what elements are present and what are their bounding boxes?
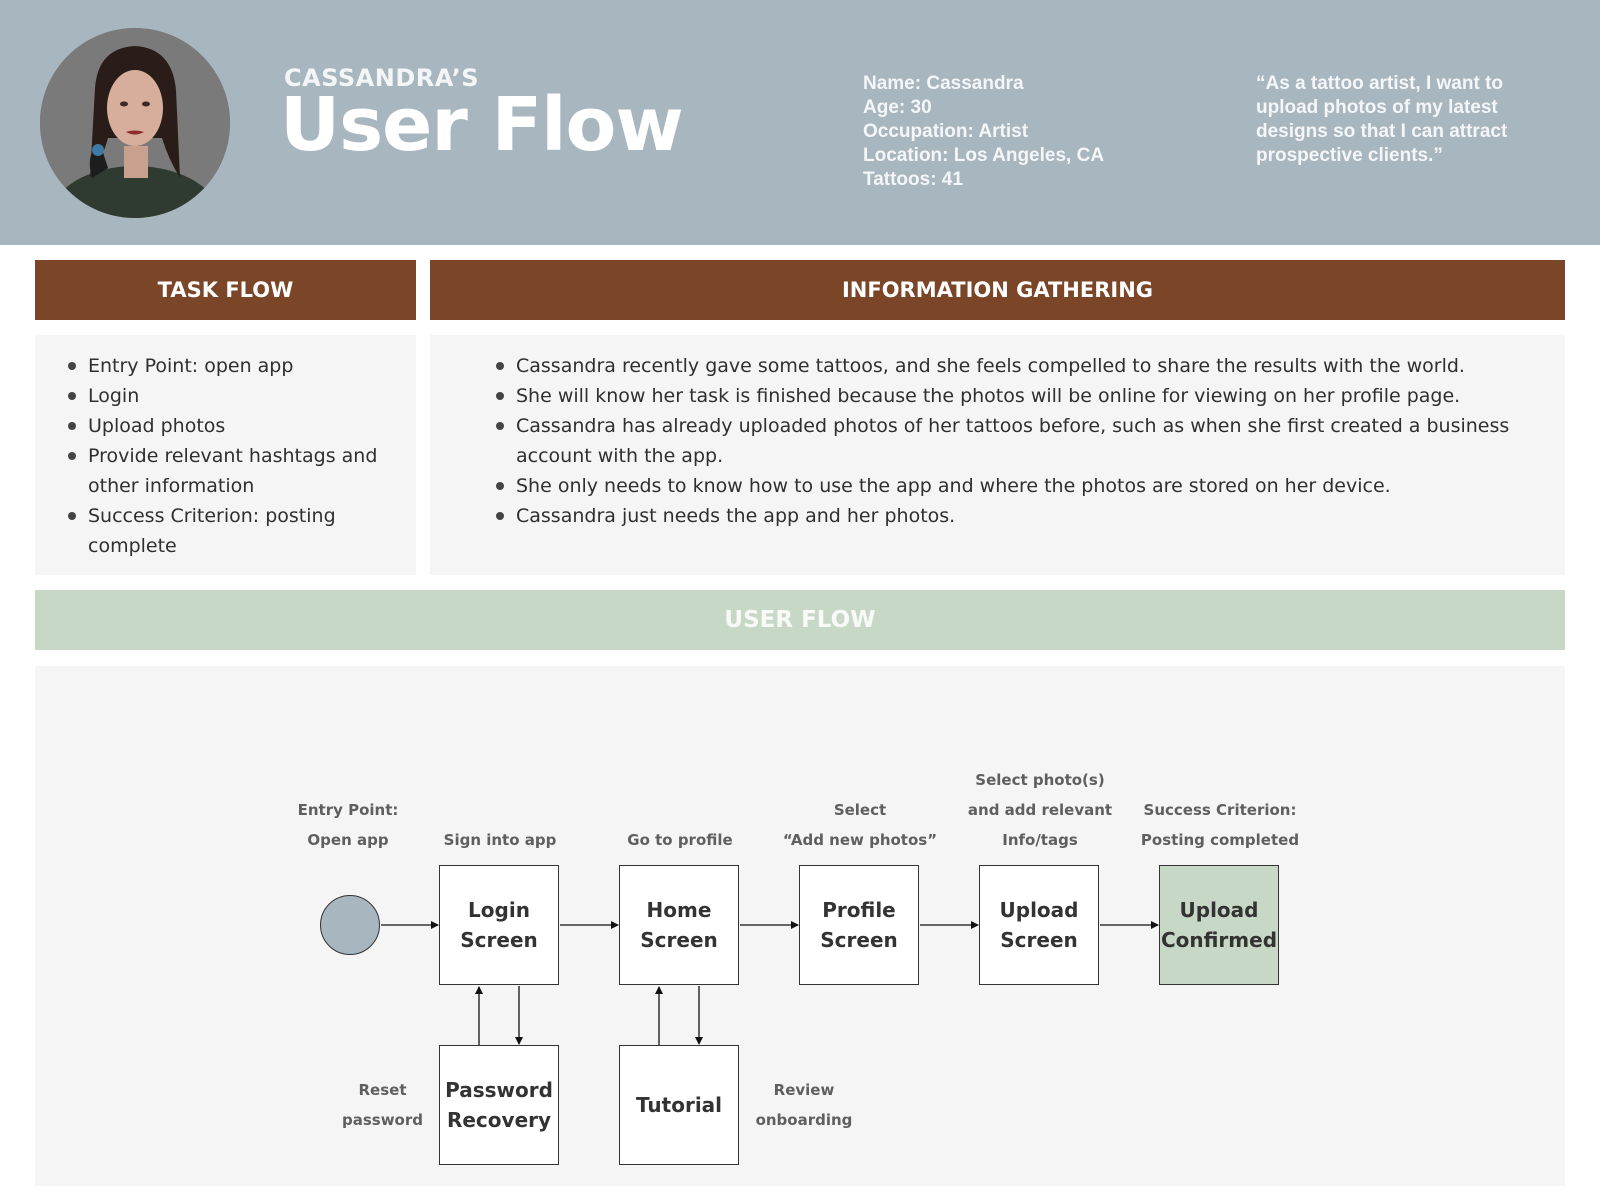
start-node xyxy=(320,895,380,955)
profile-screen-node: Profile Screen xyxy=(799,865,919,985)
task-flow-panel: Entry Point: open app Login Upload photo… xyxy=(35,335,416,575)
task-flow-heading: TASK FLOW xyxy=(35,260,416,320)
home-label: Go to profile xyxy=(627,831,733,849)
list-item: Entry Point: open app xyxy=(68,351,396,381)
persona-location: Location: Los Angeles, CA xyxy=(863,145,1105,166)
header-subtitle: CASSANDRA’S xyxy=(284,64,480,92)
home-screen-node: Home Screen xyxy=(619,865,739,985)
list-item: Cassandra just needs the app and her pho… xyxy=(496,501,1525,531)
list-item: Login xyxy=(68,381,396,411)
page-title: User Flow xyxy=(280,82,684,168)
persona-header: CASSANDRA’S User Flow Name: Cassandra Ag… xyxy=(0,0,1600,245)
list-item: Cassandra recently gave some tattoos, an… xyxy=(496,351,1525,381)
persona-age: Age: 30 xyxy=(863,97,932,118)
info-gathering-heading: INFORMATION GATHERING xyxy=(430,260,1565,320)
login-screen-node: Login Screen xyxy=(439,865,559,985)
persona-quote: “As a tattoo artist, I want to upload ph… xyxy=(1256,73,1508,166)
login-label: Sign into app xyxy=(443,831,557,849)
user-flow-heading: USER FLOW xyxy=(35,590,1565,650)
list-item: Provide relevant hashtags and other info… xyxy=(68,441,396,501)
list-item: Upload photos xyxy=(68,411,396,441)
upload-screen-node: Upload Screen xyxy=(979,865,1099,985)
list-item: Cassandra has already uploaded photos of… xyxy=(496,411,1525,471)
password-label: Reset password xyxy=(341,1081,423,1129)
tutorial-node: Tutorial xyxy=(619,1045,739,1165)
upload-confirmed-node: Upload Confirmed xyxy=(1159,865,1279,985)
confirmed-label: Success Criterion: Posting completed xyxy=(1140,801,1300,849)
list-item: Success Criterion: posting complete xyxy=(68,501,396,561)
persona-occupation: Occupation: Artist xyxy=(863,121,1029,142)
list-item: She will know her task is finished becau… xyxy=(496,381,1525,411)
profile-label: Select “Add new photos” xyxy=(782,801,938,849)
persona-tattoos: Tattoos: 41 xyxy=(863,169,963,190)
info-gathering-list: Cassandra recently gave some tattoos, an… xyxy=(496,351,1525,531)
persona-details: Name: Cassandra Age: 30 Occupation: Arti… xyxy=(863,72,1104,192)
password-recovery-node: Password Recovery xyxy=(439,1045,559,1165)
upload-label: Select photo(s) and add relevant Info/ta… xyxy=(967,771,1113,849)
task-flow-list: Entry Point: open app Login Upload photo… xyxy=(68,351,396,561)
avatar-portrait-image xyxy=(40,28,230,218)
persona-name: Name: Cassandra xyxy=(863,73,1024,94)
list-item: She only needs to know how to use the ap… xyxy=(496,471,1525,501)
tutorial-label: Review onboarding xyxy=(755,1081,853,1129)
start-label: Entry Point: Open app xyxy=(297,801,399,849)
info-gathering-panel: Cassandra recently gave some tattoos, an… xyxy=(430,335,1565,575)
avatar xyxy=(40,28,230,218)
